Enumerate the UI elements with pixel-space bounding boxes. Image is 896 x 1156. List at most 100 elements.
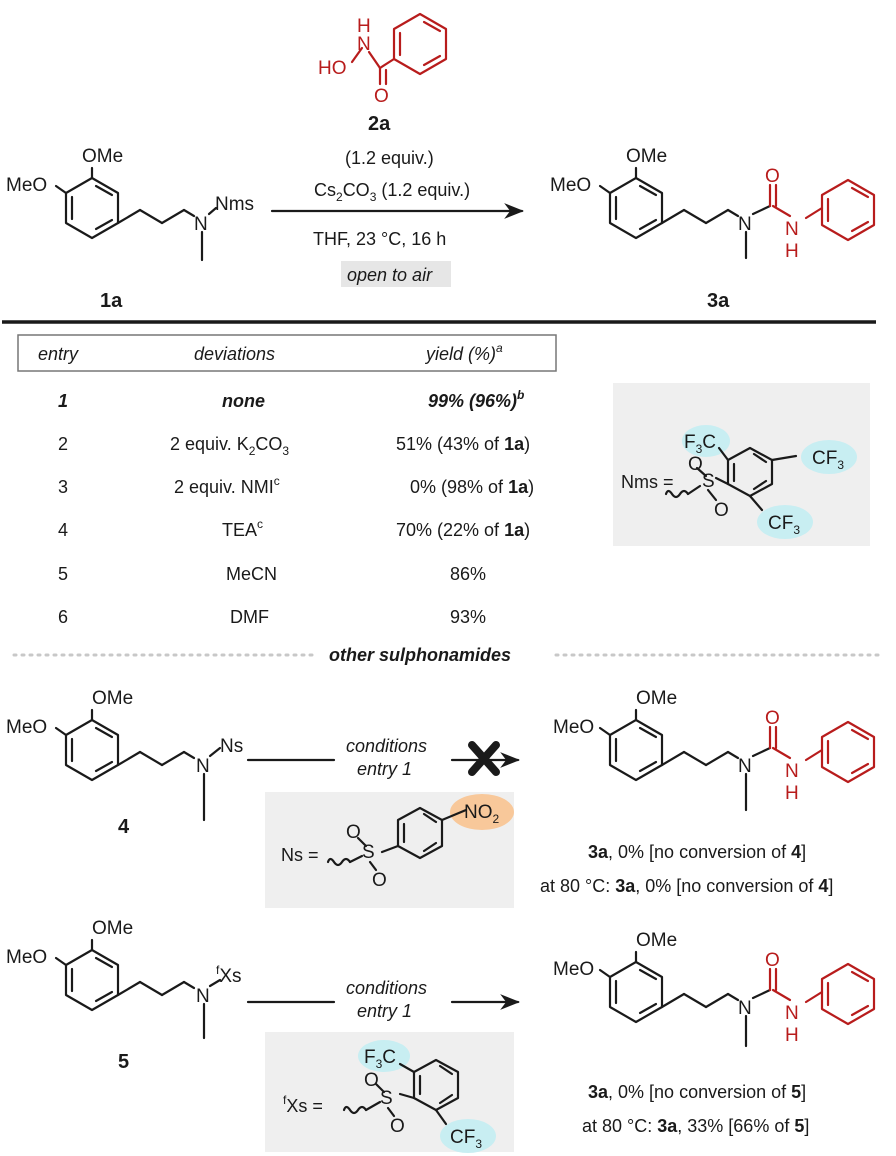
- nms-eq-label: Nms =: [621, 472, 674, 492]
- 5-n: N: [196, 986, 210, 1007]
- cond-4-line2: entry 1: [357, 759, 412, 779]
- row6-deviation: DMF: [230, 607, 269, 627]
- 3a-mid-n: N: [738, 756, 752, 777]
- 4-meo: MeO: [6, 717, 47, 738]
- fxs-eq-label: fXs =: [283, 1093, 323, 1116]
- nms-f3c: F3C: [684, 432, 716, 456]
- 3a-top-n: N: [738, 214, 752, 235]
- 3a-bot-o: O: [765, 950, 780, 971]
- section-title: other sulphonamides: [329, 645, 511, 665]
- result-4-80: at 80 °C: 3a, 0% [no conversion of 4]: [540, 876, 833, 896]
- 3a-mid-h: H: [785, 783, 799, 804]
- 4-n: N: [196, 756, 210, 777]
- 3a-top-ome: OMe: [626, 146, 667, 167]
- 3a-bot-n: N: [738, 998, 752, 1019]
- ns-structure: [326, 794, 514, 872]
- 3a-bot-n2: N: [785, 1003, 799, 1024]
- row4-deviation: TEAc: [222, 517, 263, 540]
- result-4-rt: 3a, 0% [no conversion of 4]: [588, 842, 806, 862]
- 1a-n: N: [194, 214, 208, 235]
- reagent-h-atom: H: [357, 16, 371, 37]
- nms-cf3-right: CF3: [812, 448, 844, 472]
- fxs-s: S: [380, 1088, 393, 1109]
- 3a-top-meo: MeO: [550, 175, 591, 196]
- row4-entry: 4: [58, 520, 68, 540]
- 3a-top-h: H: [785, 241, 799, 262]
- 3a-mid-meo: MeO: [553, 717, 594, 738]
- nms-structure: [664, 425, 857, 539]
- table-header-box: [17, 334, 557, 372]
- 3a-mid-o: O: [765, 708, 780, 729]
- 1a-label: 1a: [100, 290, 123, 312]
- row1-entry: 1: [58, 391, 68, 411]
- row5-yield: 86%: [450, 564, 486, 584]
- header-yield: yield (%)a: [424, 341, 503, 364]
- product-3a-middle: [598, 708, 876, 812]
- row2-yield: 51% (43% of 1a): [396, 434, 530, 454]
- cross-icon: [468, 741, 500, 776]
- cond-5-line1: conditions: [346, 978, 427, 998]
- fxs-o-top: O: [364, 1070, 379, 1091]
- fxs-structure: [342, 1040, 496, 1153]
- 3a-mid-n2: N: [785, 761, 799, 782]
- 5-ome: OMe: [92, 918, 133, 939]
- row6-yield: 93%: [450, 607, 486, 627]
- 4-ome: OMe: [92, 688, 133, 709]
- 4-label: 4: [118, 816, 130, 838]
- product-3a-top: [598, 166, 876, 260]
- 3a-mid-ome: OMe: [636, 688, 677, 709]
- ns-eq-label: Ns =: [281, 845, 319, 865]
- row5-deviation: MeCN: [226, 564, 277, 584]
- 3a-top-o: O: [765, 166, 780, 187]
- row3-deviation: 2 equiv. NMIc: [174, 474, 280, 497]
- nms-o-bottom: O: [714, 500, 729, 521]
- reagent-equiv: (1.2 equiv.): [345, 148, 434, 168]
- row1-yield: 99% (96%)b: [428, 388, 524, 411]
- 3a-bot-meo: MeO: [553, 959, 594, 980]
- ns-no2: NO2: [464, 802, 500, 826]
- row2-deviation: 2 equiv. K2CO3: [170, 434, 289, 458]
- fxs-f3c: F3C: [364, 1047, 396, 1071]
- start-material-1a: [54, 166, 218, 262]
- 3a-top-label: 3a: [707, 290, 730, 312]
- conditions-text: THF, 23 °C, 16 h: [313, 229, 446, 249]
- fxs-o-bottom: O: [390, 1116, 405, 1137]
- row1-deviation: none: [222, 391, 265, 411]
- ns-o-bottom: O: [372, 870, 387, 891]
- ns-o-top: O: [346, 822, 361, 843]
- reagent-ho-atom: HO: [318, 58, 347, 79]
- substrate-4: [54, 708, 222, 822]
- product-3a-bottom: [598, 950, 876, 1048]
- header-entry: entry: [38, 344, 79, 364]
- open-to-air-text: open to air: [347, 265, 433, 285]
- 5-fxs: fXs: [216, 963, 242, 987]
- ns-s: S: [362, 842, 375, 863]
- row4-yield: 70% (22% of 1a): [396, 520, 530, 540]
- 1a-ome: OMe: [82, 146, 123, 167]
- nms-s: S: [702, 471, 715, 492]
- 5-label: 5: [118, 1051, 129, 1073]
- cond-5-line2: entry 1: [357, 1001, 412, 1021]
- result-5-rt: 3a, 0% [no conversion of 5]: [588, 1082, 806, 1102]
- nms-cf3-bottom: CF3: [768, 513, 800, 537]
- result-5-80: at 80 °C: 3a, 33% [66% of 5]: [582, 1116, 809, 1136]
- row2-entry: 2: [58, 434, 68, 454]
- reagent-n-atom: N: [357, 34, 371, 55]
- row5-entry: 5: [58, 564, 68, 584]
- 3a-bot-h: H: [785, 1025, 799, 1046]
- 1a-nms: Nms: [215, 194, 254, 215]
- substrate-5: [54, 938, 222, 1040]
- 3a-bot-ome: OMe: [636, 930, 677, 951]
- reagent-2a-structure: [350, 12, 448, 86]
- fxs-cf3: CF3: [450, 1127, 482, 1151]
- cond-4-line1: conditions: [346, 736, 427, 756]
- 4-ns: Ns: [220, 736, 243, 757]
- reagent-label: 2a: [368, 113, 391, 135]
- 5-meo: MeO: [6, 947, 47, 968]
- reagent-o-atom: O: [374, 86, 389, 107]
- open-to-air-box: [341, 261, 451, 287]
- reagent-phenyl-ring: [392, 12, 448, 76]
- header-deviations: deviations: [194, 344, 275, 364]
- row3-entry: 3: [58, 477, 68, 497]
